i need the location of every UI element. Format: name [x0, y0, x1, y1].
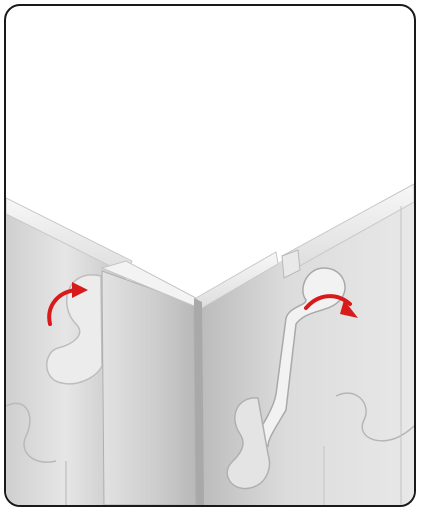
puzzle-mat-illustration: [6, 6, 414, 505]
illustration-frame: [4, 4, 416, 507]
right-mat-tile: [196, 184, 414, 505]
center-left-panel: [102, 261, 196, 505]
